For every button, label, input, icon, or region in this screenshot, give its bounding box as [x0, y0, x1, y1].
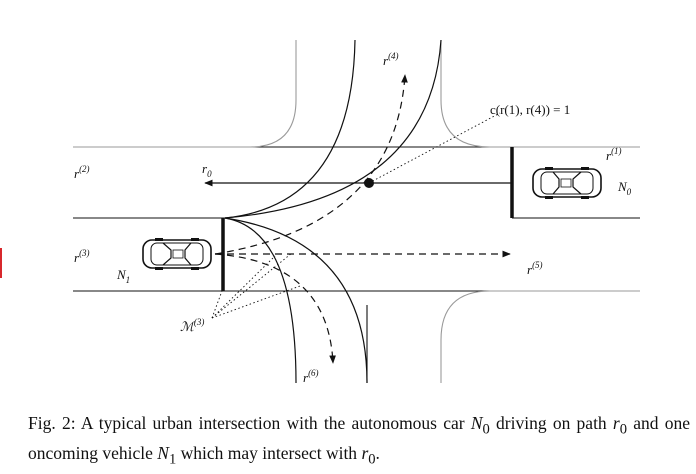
trajectory-r4 — [214, 74, 408, 255]
margin-marker — [0, 248, 2, 278]
label-r0: r0 — [202, 161, 212, 179]
label-r3: r(3) — [74, 248, 90, 265]
label-N0: N0 — [617, 179, 632, 197]
path-curve-inner-bottom — [224, 217, 297, 384]
path-curve-outer-bottom — [224, 217, 368, 384]
trajectory-r6 — [214, 253, 336, 364]
lane-curves — [224, 39, 442, 384]
m3-leaders — [211, 252, 301, 319]
label-r5: r(5) — [527, 260, 543, 277]
dashed-trajectories — [214, 74, 511, 364]
car-N0 — [532, 166, 602, 200]
label-r2: r(2) — [74, 164, 90, 181]
intersection-diagram: r(1) r(2) r(3) r(4) r(5) r(6) r0 N0 N1 ℳ… — [73, 39, 640, 385]
curb-top-right — [440, 40, 640, 148]
curbs — [73, 40, 640, 383]
label-r6: r(6) — [303, 368, 319, 385]
path-curve-inner-top — [224, 39, 356, 219]
path-curve-outer-top — [224, 39, 442, 219]
curb-bottom-right — [440, 290, 640, 383]
label-r1: r(1) — [606, 146, 622, 163]
label-conflict: c(r(1), r(4)) = 1 — [490, 102, 570, 117]
label-N1: N1 — [116, 267, 130, 285]
curb-top-left — [73, 40, 297, 148]
label-r4: r(4) — [383, 51, 399, 68]
label-M3: ℳ(3) — [180, 317, 204, 334]
conflict-leader — [368, 112, 501, 184]
car-N1 — [142, 237, 212, 271]
figure-caption: Fig. 2: A typical urban intersection wit… — [28, 413, 691, 467]
